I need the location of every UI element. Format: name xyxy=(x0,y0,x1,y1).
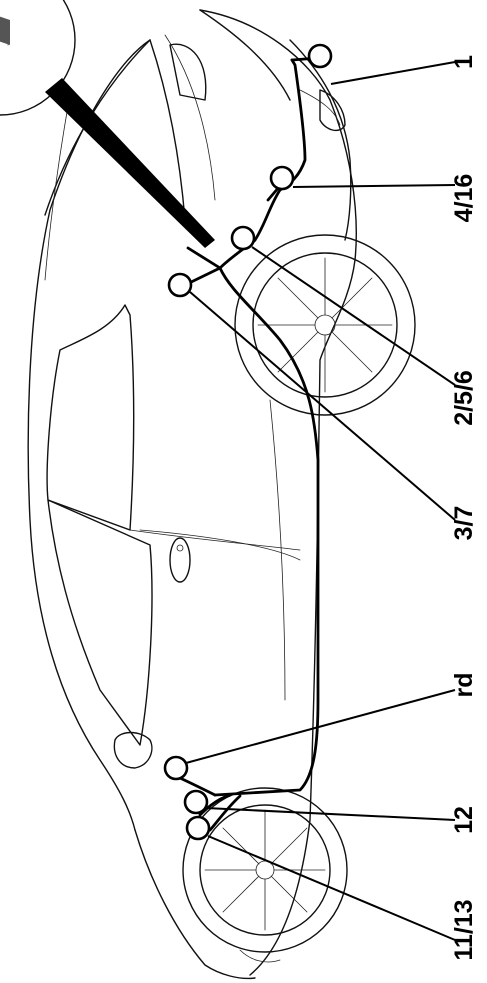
leader-lines xyxy=(185,61,456,941)
callout-rd: rd xyxy=(450,673,478,698)
callout-3-7: 3/7 xyxy=(450,506,478,541)
connector-2-5-6 xyxy=(230,225,256,251)
wiring-harness xyxy=(178,56,320,832)
detail-magnifier xyxy=(0,0,215,248)
connector-3-7 xyxy=(167,272,193,298)
car-body-outline xyxy=(27,9,357,980)
callout-11-13: 11/13 xyxy=(450,899,478,960)
rear-wheel xyxy=(182,787,348,953)
connector-12 xyxy=(183,789,209,815)
callout-2-5-6: 2/5/6 xyxy=(450,370,478,426)
callout-1: 1 xyxy=(450,55,478,69)
connector-11-13 xyxy=(185,815,211,841)
connectors xyxy=(163,43,333,841)
callout-4-16: 4/16 xyxy=(450,174,478,223)
callout-labels: 1 4/16 2/5/6 3/7 rd 12 11/13 xyxy=(450,55,478,961)
callout-12: 12 xyxy=(450,806,478,834)
connector-1 xyxy=(307,43,333,69)
connector-rd xyxy=(163,755,189,781)
connector-4-16 xyxy=(269,165,295,191)
front-wheel xyxy=(234,234,416,416)
